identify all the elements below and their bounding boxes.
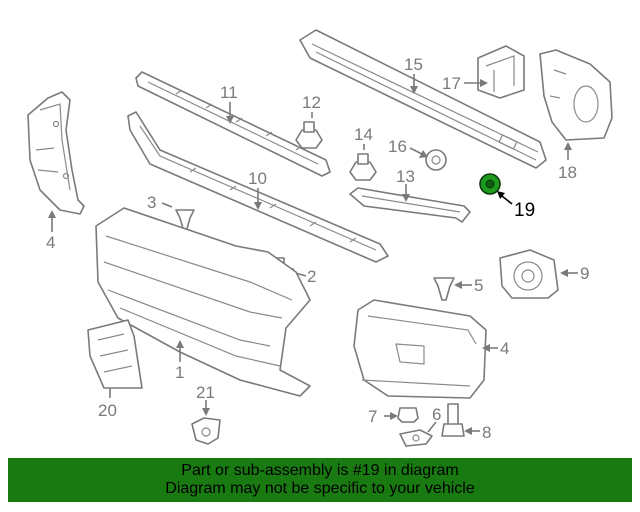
leader-6 xyxy=(427,421,437,433)
leader-10 xyxy=(254,188,262,210)
part-17-bracket xyxy=(477,45,525,99)
callout-4-right: 4 xyxy=(500,339,509,358)
leader-16 xyxy=(409,147,428,158)
banner-line-1: Part or sub-assembly is #19 in diagram xyxy=(181,462,459,479)
part-10-retainer xyxy=(127,111,389,263)
callout-12: 12 xyxy=(302,93,321,112)
callout-8: 8 xyxy=(482,423,491,442)
part-12-nut xyxy=(295,121,323,149)
part-15-reinforcement xyxy=(299,29,547,169)
part-13-brace xyxy=(349,187,471,223)
callout-5: 5 xyxy=(474,276,483,295)
leader-5 xyxy=(454,281,472,289)
leader-11 xyxy=(226,102,234,124)
callout-7: 7 xyxy=(368,407,377,426)
callout-11: 11 xyxy=(220,83,238,102)
part-19-nut-highlighted[interactable] xyxy=(479,173,501,195)
callout-17: 17 xyxy=(442,74,461,93)
part-11-retainer xyxy=(135,71,331,177)
part-9-fog-cover xyxy=(499,249,559,299)
leader-17 xyxy=(464,79,488,87)
part-7-bolt xyxy=(397,407,419,423)
leader-18 xyxy=(564,142,572,160)
part-14-nut xyxy=(349,153,377,181)
leader-4-left xyxy=(48,210,56,232)
leader-7 xyxy=(384,412,398,420)
callout-18: 18 xyxy=(558,163,577,182)
callout-15: 15 xyxy=(404,55,423,74)
part-6-plate xyxy=(399,429,433,447)
leader-4-right xyxy=(482,344,498,352)
part-5-bolt xyxy=(433,277,455,301)
callout-19: 19 xyxy=(514,200,535,221)
parts-diagram: 1 2 3 4 4 5 6 7 8 9 10 11 12 13 14 15 16… xyxy=(27,29,613,447)
callout-6: 6 xyxy=(432,405,441,424)
callout-13: 13 xyxy=(396,167,415,186)
callout-16: 16 xyxy=(388,137,407,156)
callout-3: 3 xyxy=(147,193,156,212)
leader-8 xyxy=(464,427,480,435)
part-8-bolt xyxy=(441,403,465,437)
callout-10: 10 xyxy=(248,169,267,188)
leader-21 xyxy=(202,400,210,416)
banner-line-2: Diagram may not be specific to your vehi… xyxy=(165,480,475,497)
info-banner: Part or sub-assembly is #19 in diagram D… xyxy=(8,458,632,502)
part-4-right-endcap xyxy=(353,299,487,399)
part-20-license-bracket xyxy=(87,319,143,389)
callout-20: 20 xyxy=(98,401,117,420)
part-1-grille xyxy=(95,207,311,397)
leader-1 xyxy=(176,340,184,362)
callout-4-left: 4 xyxy=(46,233,55,252)
leader-15 xyxy=(410,74,418,94)
callout-2: 2 xyxy=(307,267,316,286)
part-18-bracket xyxy=(539,49,613,141)
leader-9 xyxy=(560,269,578,277)
part-4-left-bracket xyxy=(27,91,85,215)
part-16-nut xyxy=(425,149,447,171)
leader-13 xyxy=(402,184,410,202)
callout-1: 1 xyxy=(175,363,184,382)
callout-21: 21 xyxy=(196,383,215,402)
part-21-bracket xyxy=(191,417,221,445)
callout-14: 14 xyxy=(354,125,373,144)
leader-3 xyxy=(161,202,173,208)
leader-19 xyxy=(497,191,513,205)
callout-9: 9 xyxy=(580,264,589,283)
